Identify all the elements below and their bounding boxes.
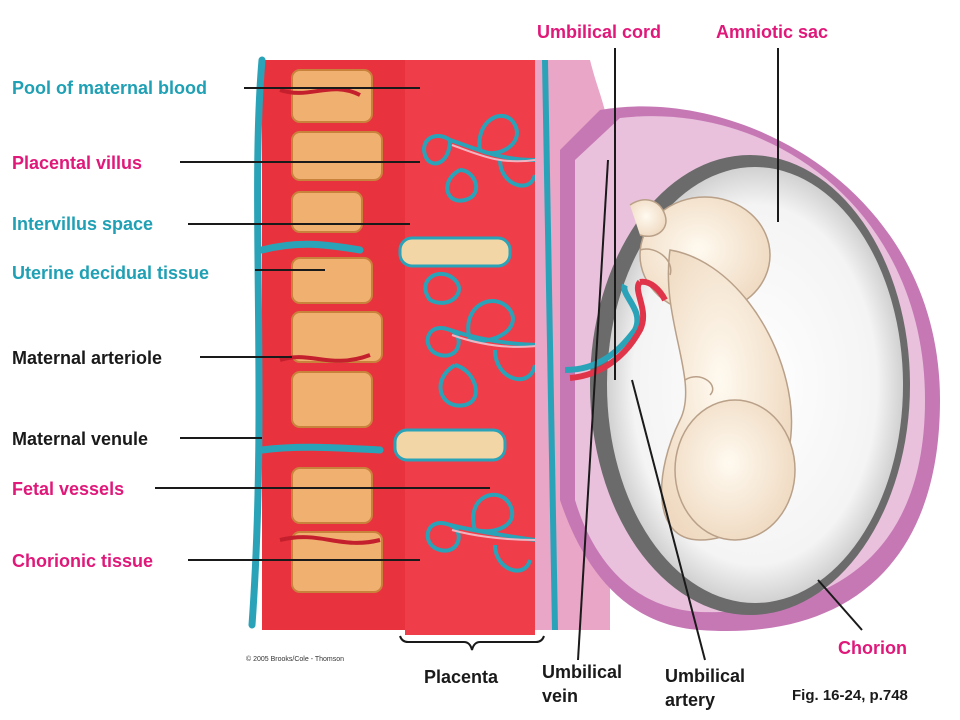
placental-villus-lower bbox=[425, 492, 536, 573]
label-placental-villus: Placental villus bbox=[12, 153, 143, 173]
placental-villus-upper bbox=[422, 113, 537, 203]
label-intervillus-space: Intervillus space bbox=[12, 214, 154, 234]
label-chorion: Chorion bbox=[838, 638, 907, 658]
label-maternal-venule: Maternal venule bbox=[12, 429, 149, 449]
copyright-notice: © 2005 Brooks/Cole - Thomson bbox=[246, 656, 345, 663]
label-umbilical-vein: Umbilical vein bbox=[542, 662, 623, 706]
fetal-vessels bbox=[451, 144, 546, 541]
label-fetal-vessels: Fetal vessels bbox=[12, 479, 125, 499]
placental-villus-middle bbox=[423, 272, 546, 408]
maternal-venule bbox=[248, 56, 384, 629]
label-placenta: Placenta bbox=[424, 667, 499, 687]
label-maternal-arteriole: Maternal arteriole bbox=[12, 348, 163, 368]
label-chorionic-tissue: Chorionic tissue bbox=[12, 551, 154, 571]
label-umbilical-artery: Umbilical artery bbox=[665, 666, 746, 710]
label-amniotic-sac: Amniotic sac bbox=[716, 22, 829, 42]
label-umbilical-cord: Umbilical cord bbox=[537, 22, 662, 42]
leader-lines bbox=[155, 48, 863, 661]
label-pool-of-maternal-blood: Pool of maternal blood bbox=[12, 78, 208, 98]
label-uterine-decidual-tissue: Uterine decidual tissue bbox=[12, 263, 210, 283]
anchoring-villi bbox=[393, 236, 512, 462]
figure-caption: Fig. 16-24, p.748 bbox=[792, 687, 908, 704]
uterine-decidual-tissue bbox=[262, 60, 407, 630]
fetus bbox=[629, 196, 796, 541]
